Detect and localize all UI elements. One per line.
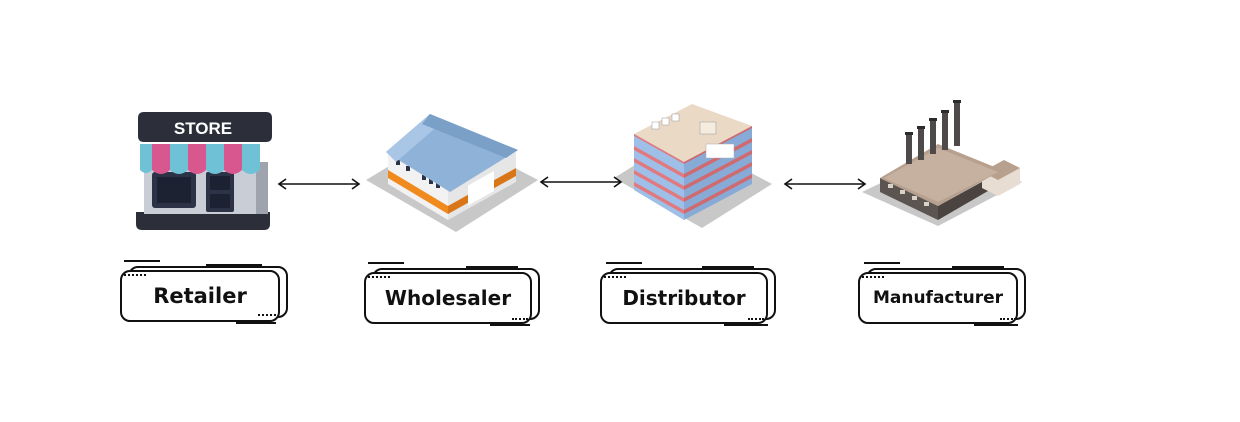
retailer-label: Retailer	[153, 284, 247, 308]
manufacturer-label-card: Manufacturer	[856, 262, 1028, 328]
arrowhead-right	[857, 178, 867, 190]
connector-retailer-wholesaler	[277, 178, 361, 190]
factory-icon	[862, 100, 1022, 226]
connector-distributor-manufacturer	[783, 178, 867, 190]
arrowhead-left	[277, 178, 287, 190]
store-sign-text: STORE	[174, 119, 232, 138]
office-building-icon	[614, 104, 772, 228]
wholesaler-label: Wholesaler	[384, 286, 512, 310]
retailer-node: STORE	[130, 108, 280, 236]
manufacturer-node	[862, 100, 1028, 232]
manufacturer-label: Manufacturer	[872, 288, 1004, 308]
distributor-label: Distributor	[622, 286, 746, 310]
arrowhead-left	[783, 178, 793, 190]
wholesaler-node	[366, 102, 538, 236]
wholesaler-label-card: Wholesaler	[362, 262, 542, 328]
store-icon: STORE	[136, 112, 272, 230]
distributor-node	[612, 98, 774, 234]
arrowhead-left	[539, 176, 549, 188]
distributor-label-card: Distributor	[598, 262, 778, 328]
connector-wholesaler-distributor	[539, 176, 623, 188]
warehouse-icon	[366, 114, 538, 232]
retailer-label-card: Retailer	[118, 260, 290, 326]
arrowhead-right	[613, 176, 623, 188]
arrowhead-right	[351, 178, 361, 190]
